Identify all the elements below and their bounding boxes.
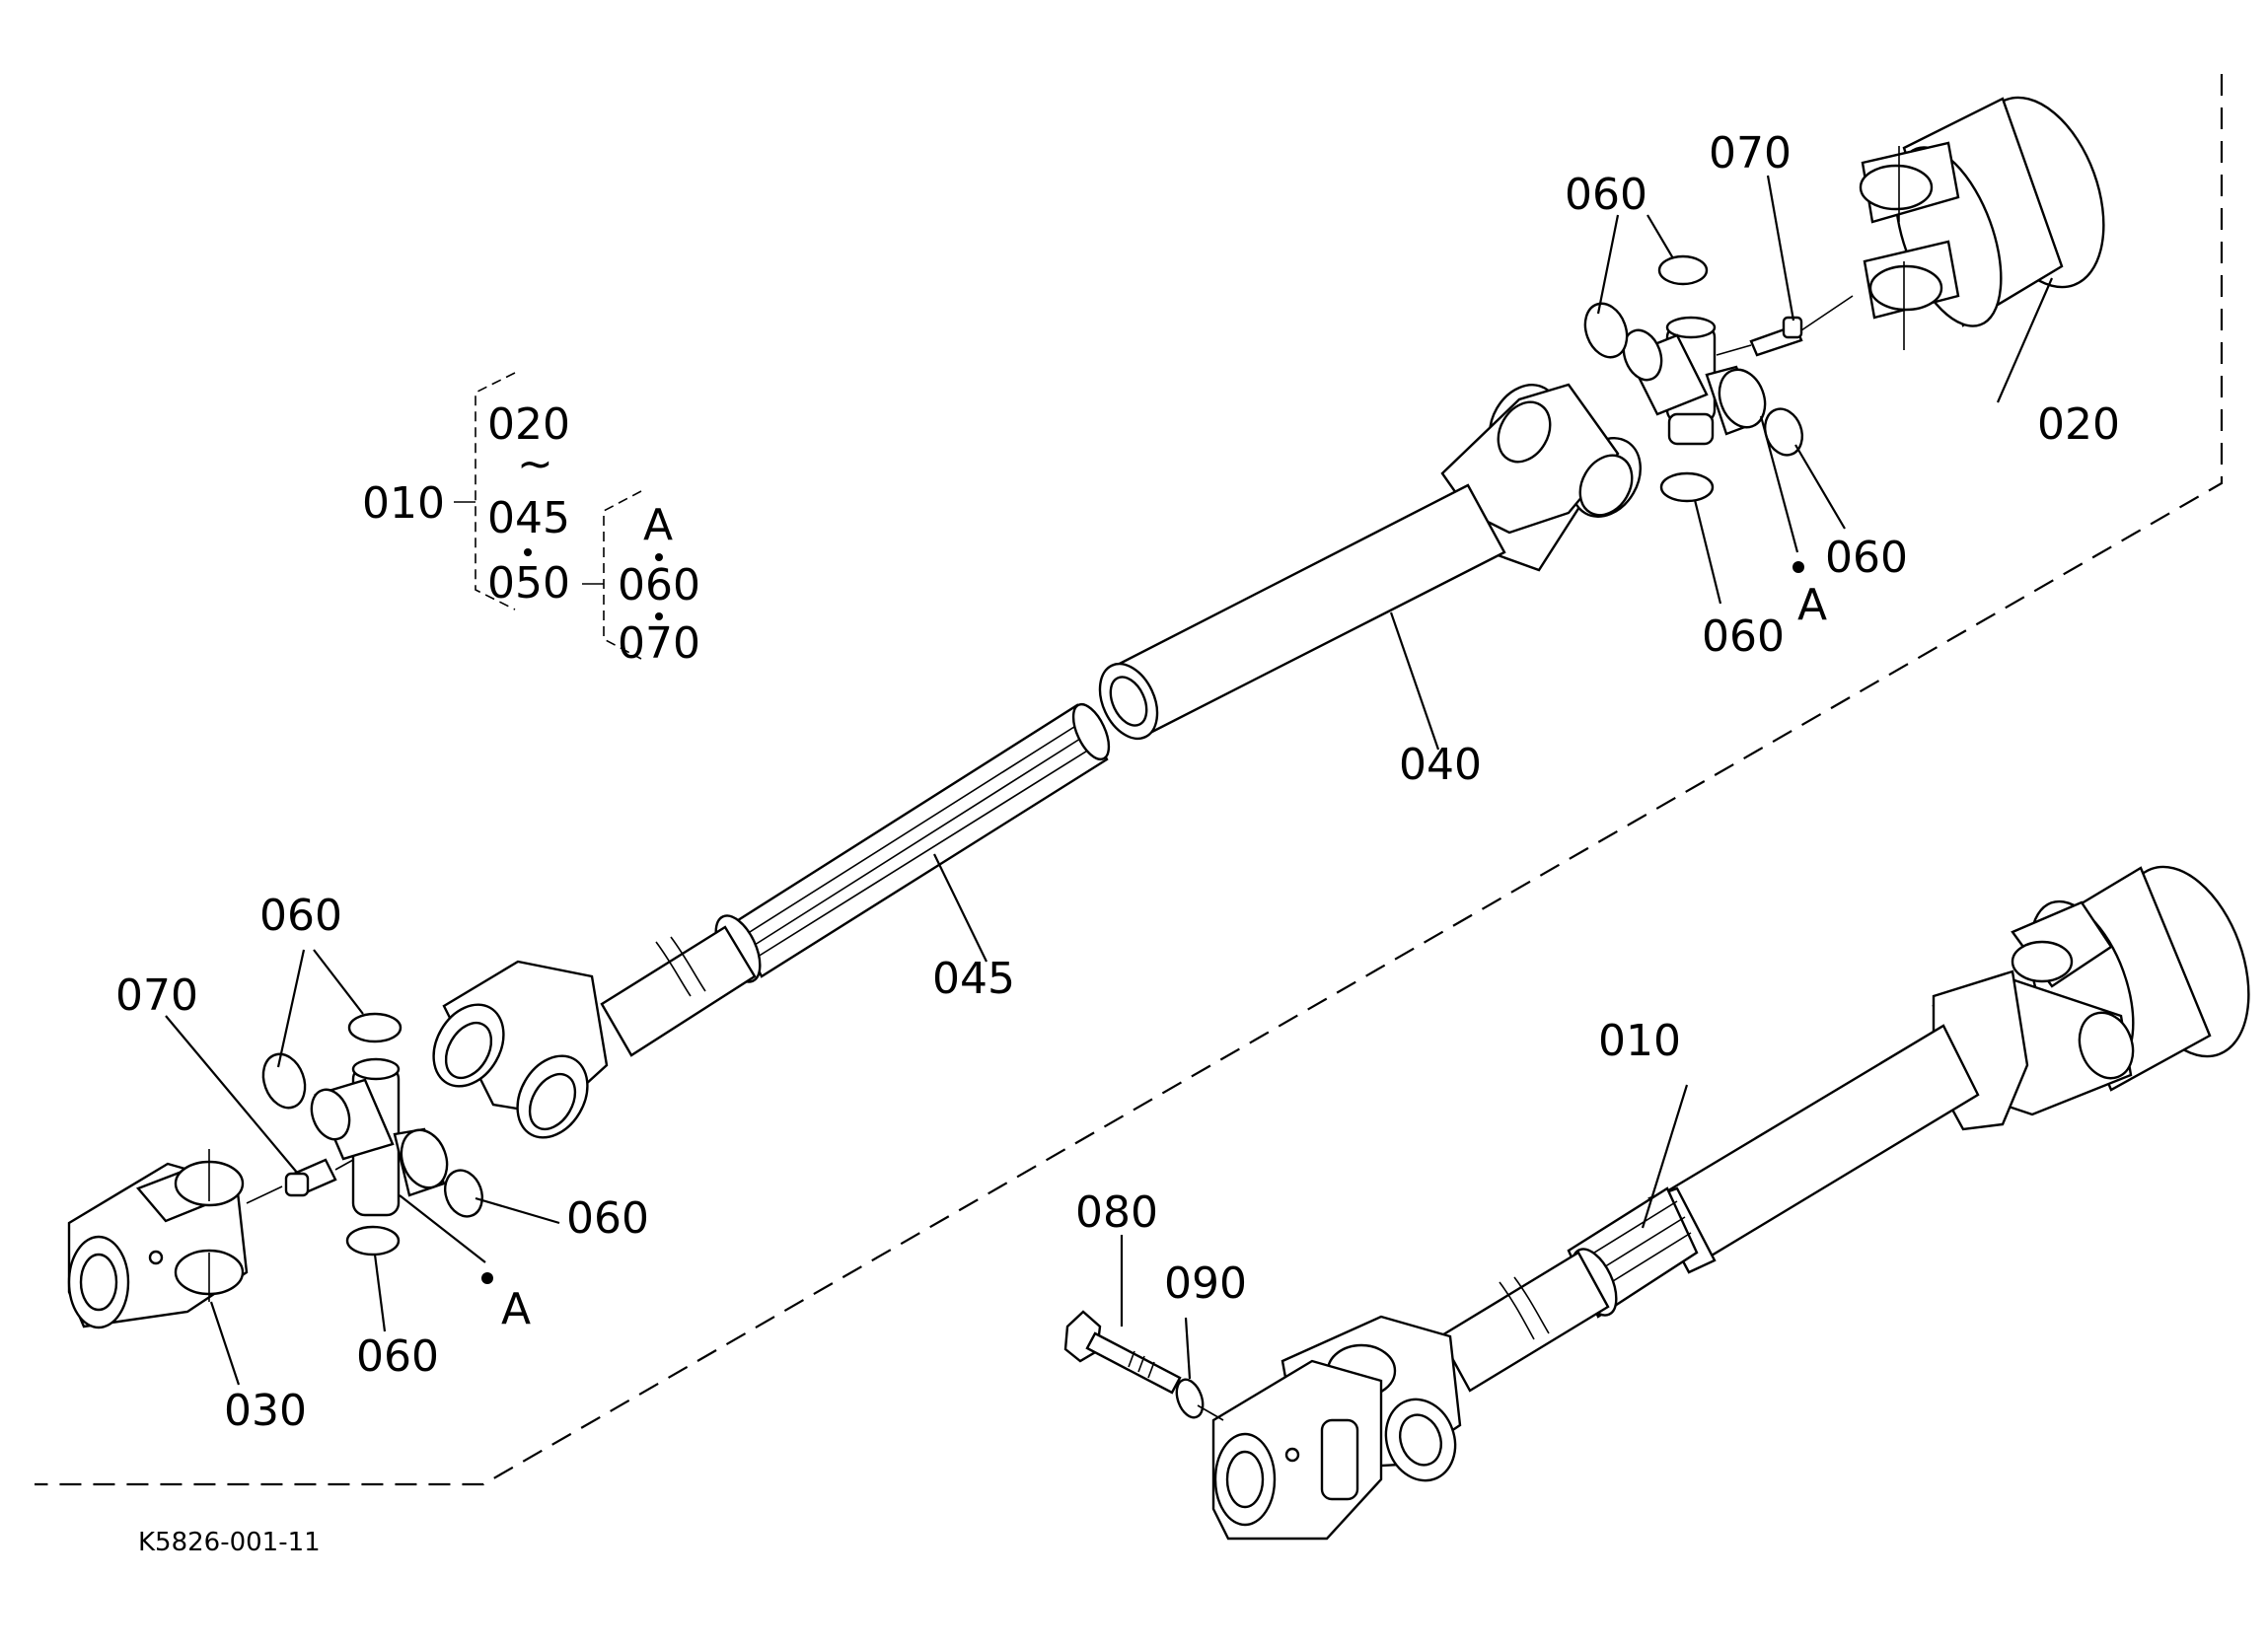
label-060-upper-bottom: 060 bbox=[1702, 611, 1785, 662]
legend-range-end: 045 bbox=[487, 493, 570, 543]
snap-rings-lower bbox=[261, 1012, 484, 1256]
yoke-shield-020 bbox=[1859, 96, 2105, 350]
cross-spider-lower bbox=[310, 1057, 449, 1217]
label-070-upper: 070 bbox=[1709, 128, 1792, 179]
label-060-upper-right: 060 bbox=[1825, 533, 1908, 583]
snap-rings-upper bbox=[1583, 254, 1804, 503]
label-090: 090 bbox=[1164, 1258, 1247, 1309]
grease-fitting-upper bbox=[1716, 295, 1854, 357]
section-boundary bbox=[35, 74, 2224, 1486]
label-080: 080 bbox=[1075, 1187, 1158, 1238]
label-ref-a-lower: A bbox=[501, 1284, 531, 1334]
label-060-lower-right: 060 bbox=[566, 1193, 649, 1244]
slip-yoke-030 bbox=[67, 1149, 283, 1329]
drawing-code: K5826-001-11 bbox=[138, 1528, 321, 1557]
ref-dot-upper bbox=[1792, 561, 1804, 573]
label-030: 030 bbox=[224, 1386, 307, 1436]
splined-shaft-045 bbox=[600, 702, 1111, 1057]
label-020: 020 bbox=[2037, 399, 2120, 450]
outer-tube-040 bbox=[1098, 383, 1642, 741]
label-045: 045 bbox=[932, 954, 1015, 1004]
shaft-assembly-exploded bbox=[67, 96, 2105, 1329]
label-060-upper-top: 060 bbox=[1565, 170, 1647, 220]
assembled-shaft-010 bbox=[1063, 865, 2250, 1541]
legend-kit-part1: 060 bbox=[618, 560, 700, 610]
washer-090 bbox=[1175, 1378, 1224, 1421]
legend-kit: 050 bbox=[487, 558, 570, 609]
legend-kit-part2: 070 bbox=[618, 618, 700, 669]
legend-kit-ref: A bbox=[643, 500, 673, 550]
label-010: 010 bbox=[1598, 1016, 1681, 1066]
bolt-080 bbox=[1063, 1310, 1182, 1395]
label-040: 040 bbox=[1399, 740, 1482, 790]
label-060-lower-bottom: 060 bbox=[356, 1331, 439, 1382]
composition-legend: 010 020 ~ 045 050 A 060 070 bbox=[362, 372, 700, 669]
ref-dot-lower bbox=[481, 1272, 493, 1284]
leader-lines bbox=[165, 175, 2054, 1386]
inner-yoke-left bbox=[432, 960, 609, 1139]
legend-range-sep: ~ bbox=[517, 439, 553, 489]
label-060-lower-top: 060 bbox=[259, 891, 342, 941]
label-ref-a-upper: A bbox=[1797, 580, 1827, 630]
legend-range-start: 020 bbox=[487, 399, 570, 450]
legend-parent: 010 bbox=[362, 478, 445, 529]
cross-spider-upper bbox=[1622, 316, 1767, 446]
label-070-lower: 070 bbox=[115, 970, 198, 1021]
grease-fitting-lower bbox=[284, 1158, 354, 1197]
